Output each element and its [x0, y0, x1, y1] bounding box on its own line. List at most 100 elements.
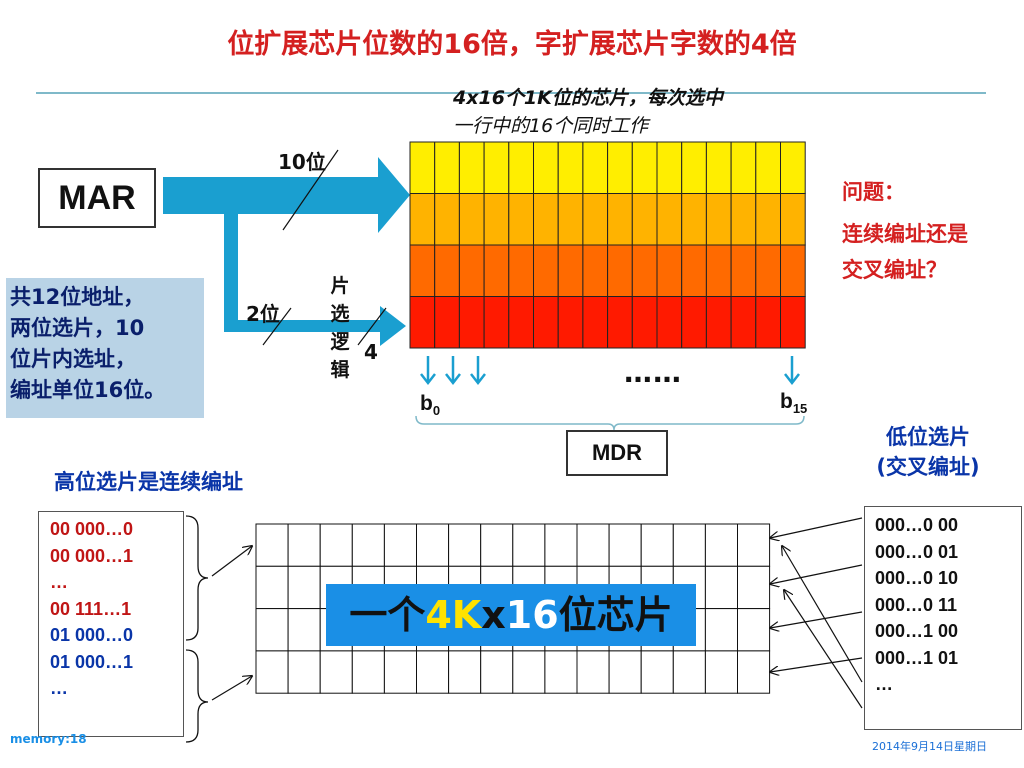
- chip-cell: [582, 296, 609, 349]
- chip-array-note: 4x16个1K位的芯片，每次选中 一行中的16个同时工作: [453, 84, 813, 140]
- chip-select-char: 逻: [330, 331, 350, 353]
- address-cell: [480, 523, 514, 567]
- address-cell: [351, 650, 385, 694]
- slide-title: 位扩展芯片位数的16倍，字扩展芯片字数的4倍: [227, 29, 797, 60]
- address-cell: [287, 650, 321, 694]
- address-cell: [383, 650, 417, 694]
- address-cell: [448, 650, 482, 694]
- chip-cell: [607, 141, 633, 194]
- chip-cell: [780, 141, 806, 194]
- address-cell: [704, 565, 739, 610]
- address-cell: [287, 565, 321, 610]
- address-cell: [704, 523, 739, 567]
- mar-register: MAR: [38, 168, 156, 228]
- bit-width-slash-10: [282, 149, 339, 231]
- mdr-bracket: [415, 415, 805, 431]
- address-cell: [512, 650, 546, 694]
- chip-array-grid: [409, 141, 806, 349]
- address-entry: …: [50, 572, 68, 592]
- chip-cell: [755, 244, 781, 297]
- address-cell: [416, 650, 450, 694]
- address-cell: [255, 523, 289, 567]
- chip-cell: [607, 296, 633, 349]
- bit-label-sub: 0: [432, 403, 441, 419]
- chip-cell: [755, 193, 781, 246]
- chip-cell: [434, 296, 460, 349]
- chip-cell: [483, 244, 510, 297]
- bit-label-base: b: [780, 390, 793, 413]
- address-cell: [576, 523, 610, 567]
- chip-cell: [681, 296, 707, 349]
- chip-cell: [458, 141, 485, 194]
- address-cell: [576, 650, 610, 694]
- address-entry: 01 000…0: [50, 625, 134, 645]
- low-select-line: (交叉编址): [876, 455, 980, 479]
- chip-cell: [483, 296, 510, 349]
- address-cell: [351, 523, 385, 567]
- data-line-arrows: [420, 356, 800, 386]
- address-cell: [319, 523, 353, 567]
- chip-cell: [582, 244, 609, 297]
- chip-cell: [557, 193, 584, 246]
- chip-cell: [705, 193, 732, 246]
- chip-cell: [681, 193, 707, 246]
- chip-select-logic: 片 选 逻 辑: [326, 272, 354, 384]
- bit-width-slash-2: [262, 307, 292, 346]
- chip-cell: [508, 296, 534, 349]
- address-cell: [512, 523, 546, 567]
- question-line: 连续编址还是: [842, 222, 968, 246]
- address-summary-line: 编址单位16位。: [10, 378, 166, 402]
- chip-cell: [780, 193, 806, 246]
- mdr-register: MDR: [566, 430, 668, 476]
- chip-cell: [656, 296, 683, 349]
- right-connector-arrows: [770, 517, 863, 709]
- address-cell: [255, 608, 289, 652]
- address-cell: [255, 565, 289, 610]
- address-cell: [640, 523, 674, 567]
- chip-cell: [582, 141, 609, 194]
- address-entry: 00 111…1: [50, 598, 132, 619]
- address-cell: [640, 650, 674, 694]
- chip-cell: [607, 193, 633, 246]
- address-summary-line: 两位选片，10: [10, 316, 145, 340]
- question-line: 交叉编址？: [842, 258, 947, 282]
- address-cell: [737, 523, 771, 567]
- chip-cell: [705, 141, 732, 194]
- chip-size-label: 一个4Kx16位芯片: [326, 584, 696, 646]
- address-entry: 000…0 10: [875, 568, 959, 588]
- chip-cell: [533, 141, 559, 194]
- chip-cell: [409, 141, 436, 194]
- bit-label-b0: b0: [420, 392, 440, 418]
- address-cell: [544, 523, 578, 567]
- chip-cell: [730, 296, 757, 349]
- address-cell: [672, 523, 706, 567]
- address-entry: …: [50, 678, 68, 698]
- chip-cell: [681, 244, 707, 297]
- chip-cell: [557, 141, 584, 194]
- chip-cell: [533, 244, 559, 297]
- chip-cell: [631, 296, 658, 349]
- address-bus-arrow: [163, 157, 410, 346]
- chip-cell: [780, 244, 806, 297]
- slide-footer-label: memory:18: [10, 732, 87, 746]
- address-entry: …: [875, 674, 893, 694]
- address-cell: [737, 608, 771, 652]
- address-cell: [608, 523, 642, 567]
- chip-cell: [681, 141, 707, 194]
- chip-cell: [755, 141, 781, 194]
- chip-cell: [582, 193, 609, 246]
- label-4: 4: [364, 340, 378, 364]
- question-head: 问题：: [842, 180, 905, 204]
- chip-cell: [409, 296, 436, 349]
- bit-width-slash-4: [357, 307, 387, 346]
- bit-label-sub: 15: [792, 401, 808, 417]
- address-cell: [737, 650, 771, 694]
- address-cell: [480, 650, 514, 694]
- chip-cell: [631, 193, 658, 246]
- chip-label-part: x: [481, 593, 506, 637]
- address-cell: [704, 650, 739, 694]
- address-entry: 000…0 11: [875, 594, 958, 615]
- chip-cell: [533, 193, 559, 246]
- chip-label-part: 16: [505, 593, 559, 637]
- address-summary-box: 共12位地址， 两位选片，10 位片内选址， 编址单位16位。: [6, 278, 204, 418]
